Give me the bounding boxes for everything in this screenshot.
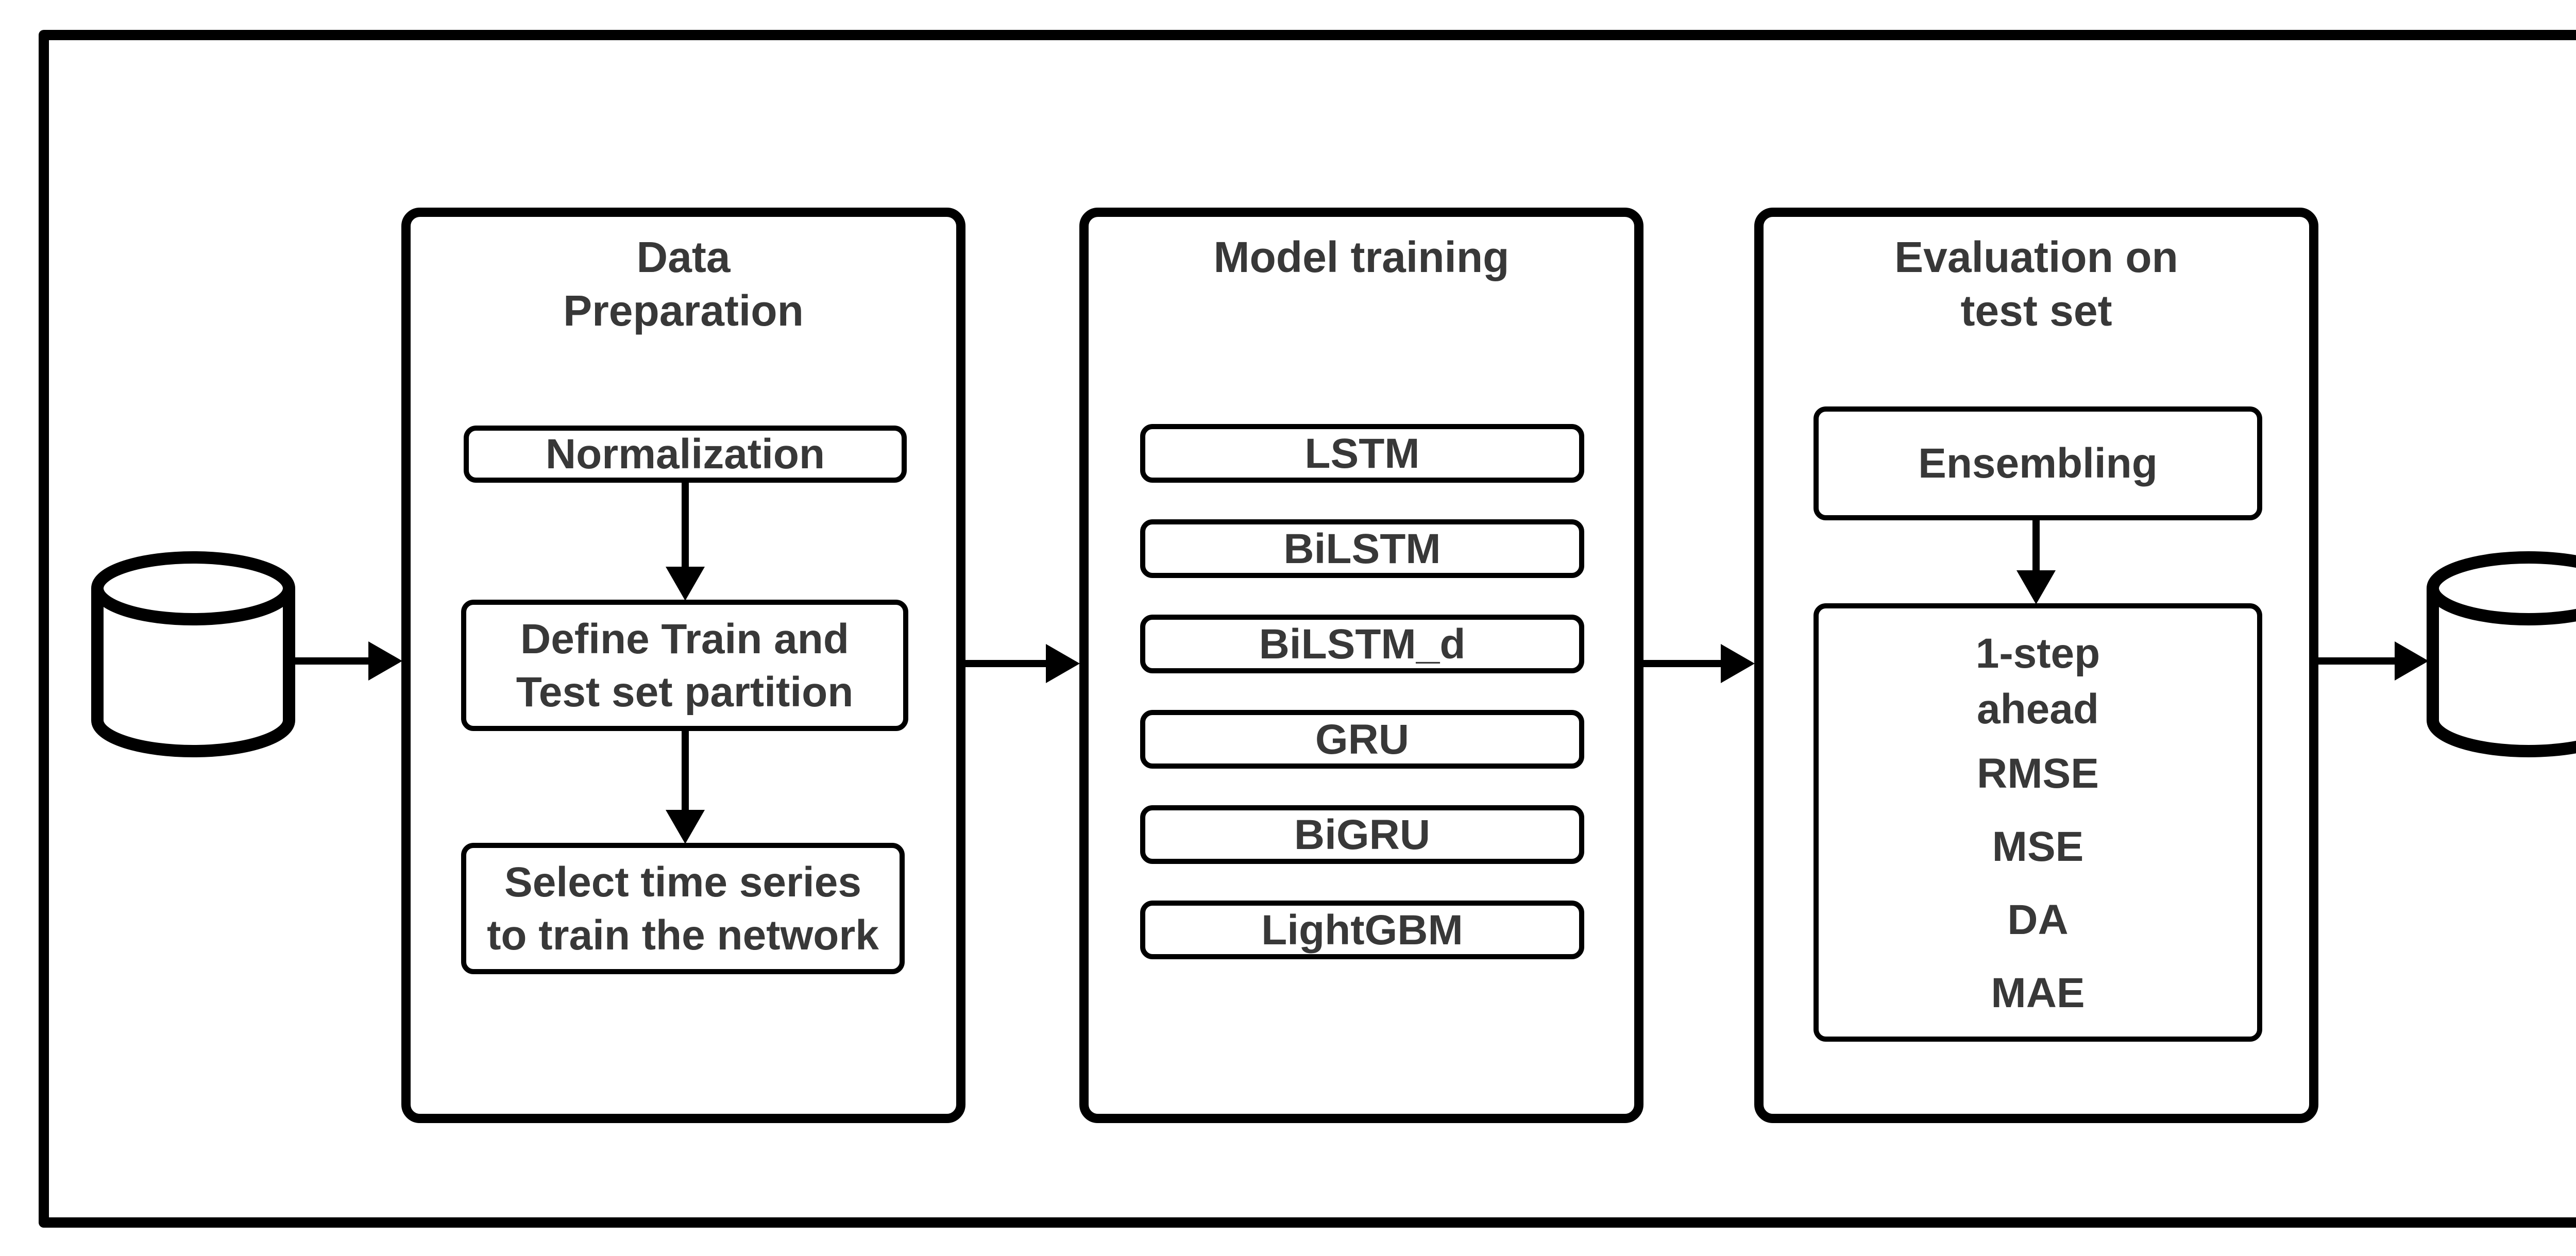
metrics-box: 1-step ahead RMSE MSE DA MAE	[1814, 603, 2262, 1042]
model-bilstm: BiLSTM	[1140, 519, 1584, 578]
ensembling-box: Ensembling	[1814, 406, 2262, 520]
section-evaluation: Evaluation on test set Ensembling 1-step…	[1754, 208, 2318, 1123]
model-lstm: LSTM	[1140, 424, 1584, 483]
model-lightgbm: LightGBM	[1140, 901, 1584, 959]
metric-da: DA	[2007, 896, 2069, 943]
model-bilstm-d: BiLSTM_d	[1140, 615, 1584, 673]
step-select-time-series: Select time series to train the network	[461, 843, 905, 974]
section-title-data-preparation: Data Preparation	[563, 233, 804, 335]
model-gru: GRU	[1140, 710, 1584, 769]
section-title-evaluation: Evaluation on test set	[1894, 233, 2178, 335]
section-model-training: Model training LSTM BiLSTM BiLSTM_d GRU …	[1079, 208, 1643, 1123]
step-normalization: Normalization	[464, 426, 907, 483]
metric-rmse: RMSE	[1977, 750, 2099, 797]
section-title-model-training: Model training	[1213, 233, 1510, 281]
model-bigru: BiGRU	[1140, 805, 1584, 864]
metric-mse: MSE	[1992, 823, 2084, 870]
step-train-test-partition: Define Train and Test set partition	[461, 600, 908, 731]
metric-mae: MAE	[1991, 970, 2085, 1016]
section-data-preparation: Data Preparation Normalization Define Tr…	[401, 208, 965, 1123]
metric-horizon: 1-step ahead	[1975, 630, 2100, 733]
